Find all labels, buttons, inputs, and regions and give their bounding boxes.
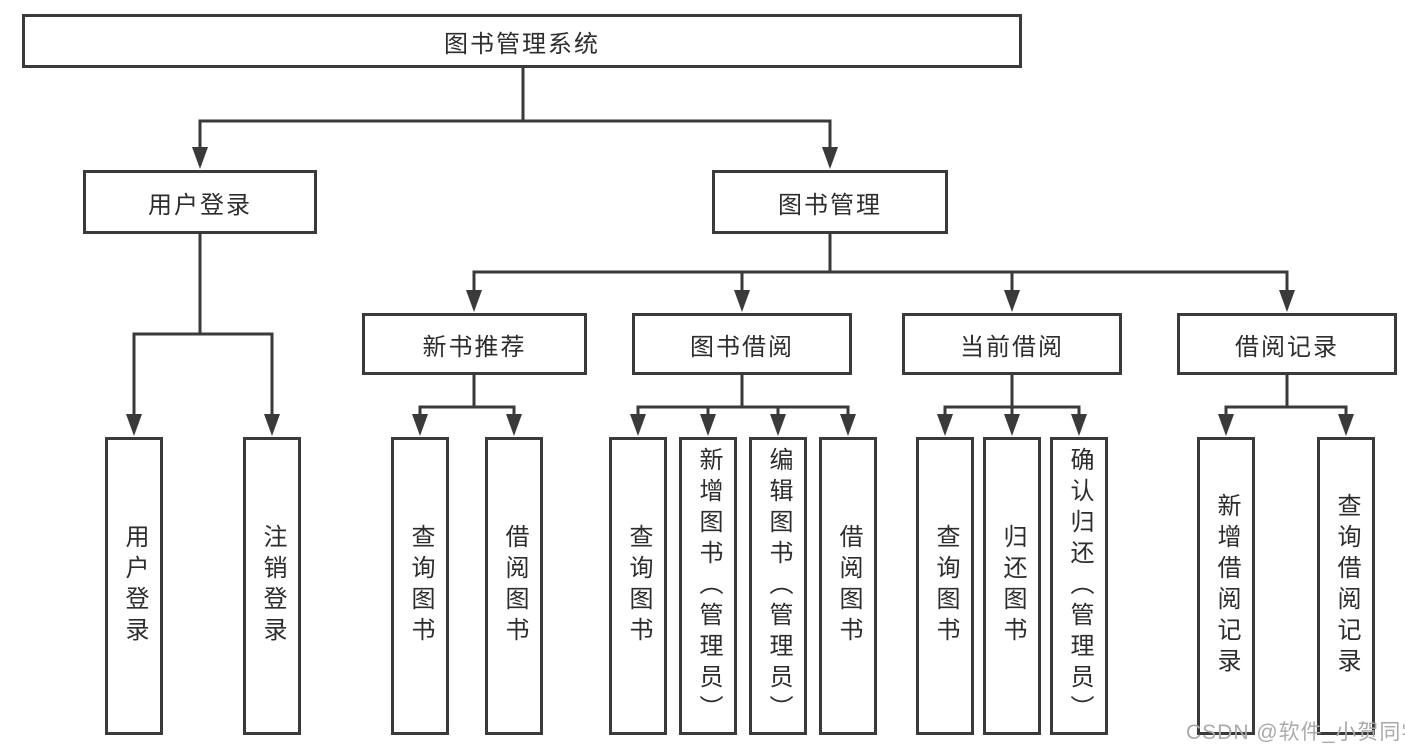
leaf-add-books-admin: 新增图书（管理员）	[679, 437, 737, 735]
node-label: 确认归还（管理员）	[1066, 446, 1093, 726]
node-label: 用户登录	[148, 191, 252, 219]
node-label: 图书借阅	[690, 333, 794, 361]
node-label: 编辑图书（管理员）	[765, 446, 792, 726]
leaf-query-books-borrowing: 查询图书	[609, 437, 667, 735]
leaf-borrow-books: 借阅图书	[819, 437, 877, 735]
leaf-logout: 注销登录	[243, 437, 301, 735]
node-label: 用户登录	[121, 524, 148, 648]
leaf-borrow-books-recommend: 借阅图书	[485, 437, 543, 735]
node-book-borrowing: 图书借阅	[632, 313, 852, 375]
node-label: 借阅图书	[835, 524, 862, 648]
leaf-user-login: 用户登录	[105, 437, 163, 735]
node-label: 借阅记录	[1235, 333, 1339, 361]
leaf-query-books-recommend: 查询图书	[391, 437, 449, 735]
leaf-query-borrow-record: 查询借阅记录	[1317, 437, 1375, 735]
node-user-login: 用户登录	[83, 170, 317, 234]
node-label: 借阅图书	[501, 524, 528, 648]
node-label: 新增借阅记录	[1213, 493, 1240, 679]
node-label: 新书推荐	[422, 333, 527, 361]
node-label: 图书管理	[778, 191, 882, 219]
node-label: 新增图书（管理员）	[695, 446, 722, 726]
leaf-confirm-return-admin: 确认归还（管理员）	[1050, 437, 1108, 735]
node-label: 查询图书	[625, 524, 652, 648]
node-label: 查询图书	[932, 524, 959, 648]
node-label: 当前借阅	[960, 333, 1064, 361]
node-new-book-recommend: 新书推荐	[362, 313, 587, 375]
node-label: 归还图书	[999, 524, 1026, 648]
node-borrowing-records: 借阅记录	[1177, 313, 1397, 375]
csdn-watermark: CSDN @软件_小贺同学	[1186, 721, 1405, 744]
leaf-add-borrow-record: 新增借阅记录	[1197, 437, 1255, 735]
node-current-borrowing: 当前借阅	[902, 313, 1122, 375]
leaf-return-books: 归还图书	[983, 437, 1041, 735]
node-book-management: 图书管理	[712, 170, 948, 234]
leaf-query-books-current: 查询图书	[916, 437, 974, 735]
node-label: 查询借阅记录	[1333, 493, 1360, 679]
node-label: 图书管理系统	[444, 30, 600, 58]
node-label: 查询图书	[407, 524, 434, 648]
node-library-management-system: 图书管理系统	[22, 14, 1022, 68]
leaf-edit-books-admin: 编辑图书（管理员）	[749, 437, 807, 735]
node-label: 注销登录	[259, 524, 286, 648]
